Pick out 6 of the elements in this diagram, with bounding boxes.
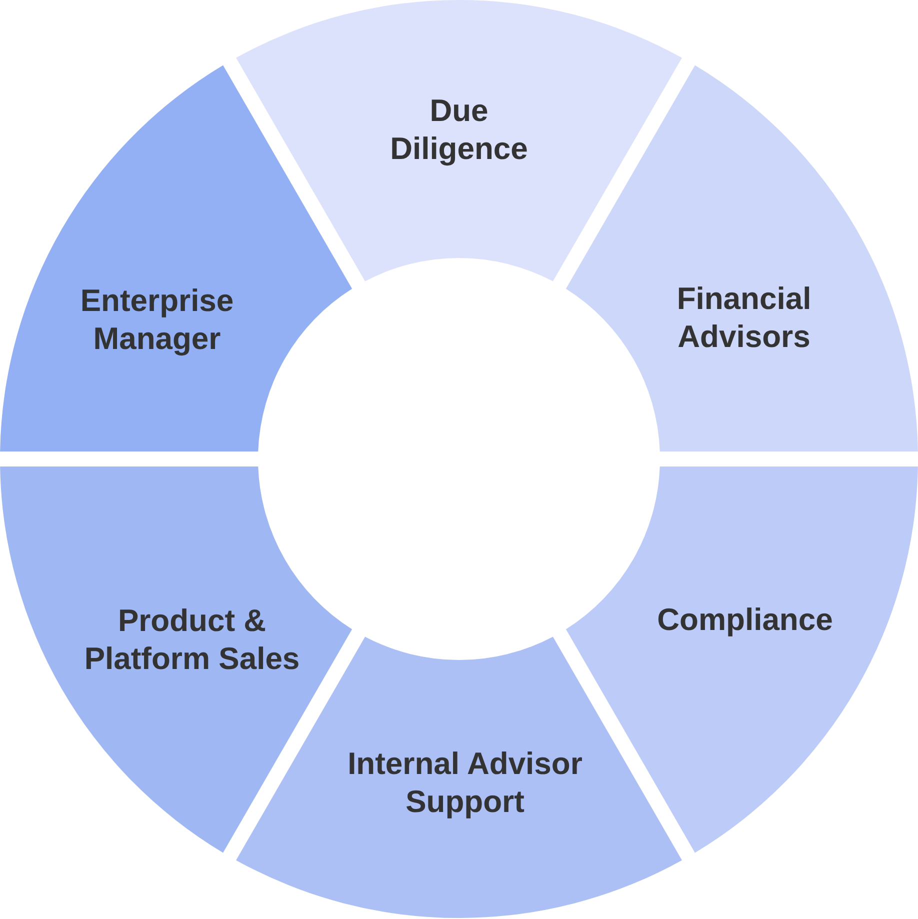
segment-label: Due Diligence [389,92,529,168]
segment-label: Financial Advisors [676,280,812,356]
segment-label: Enterprise Manager [79,282,235,358]
segment-label: Internal Advisor Support [346,745,584,821]
segment-label: Product & Platform Sales [83,602,301,678]
segment-label: Compliance [656,601,834,639]
